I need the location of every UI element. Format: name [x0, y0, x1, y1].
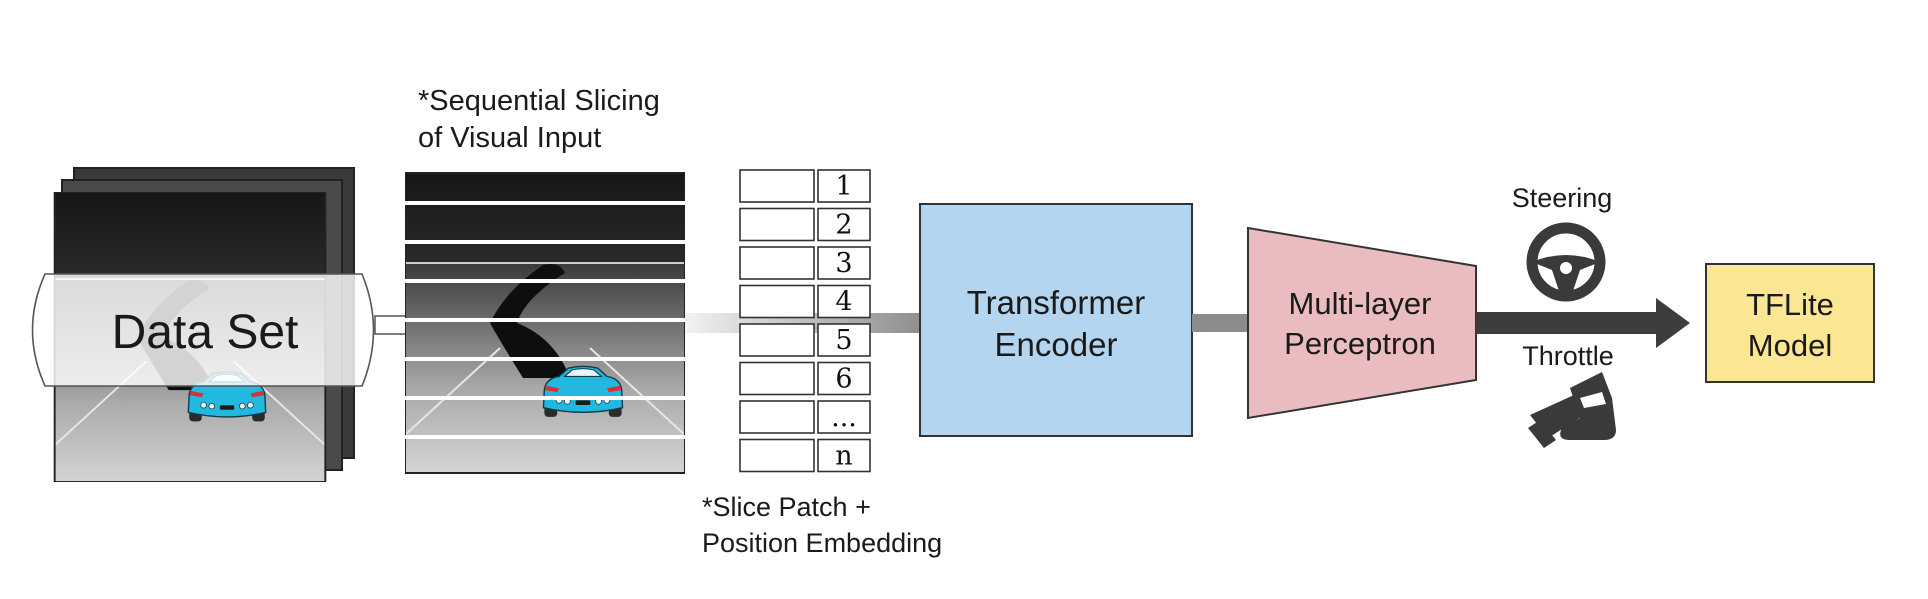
slicing-title-line1: *Sequential Slicing — [418, 85, 660, 117]
position-embedding — [817, 323, 871, 357]
patch-embedding-list: 1 2 3 4 5 6... n — [739, 169, 871, 473]
patch-row: 1 — [739, 169, 871, 203]
mlp-block: Multi-layer Perceptron — [1247, 226, 1477, 420]
slice-line — [405, 318, 685, 322]
encoder-label-line1: Transformer — [967, 284, 1145, 321]
encoder-label-line2: Encoder — [995, 326, 1118, 363]
pedal-foot-icon — [1528, 372, 1616, 448]
mlp-label-line1: Multi-layer — [1289, 286, 1432, 321]
mlp-trapezoid — [1247, 226, 1477, 420]
slicing-panel: *Sequential Slicing of Visual Input — [405, 85, 685, 475]
position-index: 2 — [835, 210, 852, 241]
patch-caption-line1: *Slice Patch + — [702, 492, 871, 522]
tflite-model-box — [1705, 263, 1875, 383]
position-embedding — [817, 438, 871, 473]
position-embedding — [817, 284, 871, 319]
slice-patch — [739, 361, 815, 396]
slice-patch — [739, 323, 815, 357]
slice-patch — [739, 207, 815, 242]
patch-row: 2 — [739, 207, 871, 242]
slice-patch — [739, 246, 815, 280]
patch-row: 3 — [739, 246, 871, 280]
steering-label: Steering — [1512, 183, 1613, 213]
dataset-label-banner — [31, 273, 375, 387]
position-embedding — [817, 361, 871, 396]
slice-line — [405, 396, 685, 400]
tflite-label-line1: TFLite — [1746, 287, 1834, 322]
output-arrow — [1476, 298, 1690, 348]
slicing-frame — [405, 171, 685, 475]
patch-row: 6 — [739, 361, 871, 396]
position-embedding — [817, 246, 871, 280]
position-index: 4 — [835, 287, 852, 318]
slicing-title-line2: of Visual Input — [418, 122, 601, 154]
position-index: 3 — [835, 248, 852, 279]
slice-line — [405, 240, 685, 244]
patch-row: n — [739, 438, 871, 473]
position-index: ... — [831, 402, 857, 433]
mlp-label-line2: Perceptron — [1284, 326, 1436, 361]
steering-wheel-icon — [1526, 222, 1606, 302]
slice-patch — [739, 169, 815, 203]
patch-row: 5 — [739, 323, 871, 357]
position-embedding — [817, 169, 871, 203]
dataset-stack: Data Set — [31, 167, 375, 482]
tflite-label-line2: Model — [1748, 328, 1832, 363]
transformer-encoder-box — [919, 203, 1193, 437]
dataset-connector — [374, 315, 408, 335]
slice-lines — [405, 201, 685, 439]
slice-line — [405, 201, 685, 205]
throttle-label: Throttle — [1522, 341, 1614, 371]
slice-line — [405, 279, 685, 283]
position-embedding — [817, 207, 871, 242]
slice-line — [405, 357, 685, 361]
patch-caption-line2: Position Embedding — [702, 528, 942, 558]
slice-line — [405, 435, 685, 439]
slice-patch — [739, 284, 815, 319]
slice-patch — [739, 438, 815, 473]
dataset-label: Data Set — [112, 306, 299, 359]
position-index: 5 — [835, 325, 852, 356]
position-index: 1 — [835, 171, 852, 202]
position-index: n — [835, 441, 852, 472]
patch-row: 4 — [739, 284, 871, 319]
encoder-to-mlp-pipe — [1192, 314, 1248, 332]
position-embedding — [817, 400, 871, 434]
tflite-model-block: TFLite Model — [1705, 263, 1875, 383]
position-index: 6 — [835, 364, 852, 395]
patch-row: ... — [739, 400, 871, 434]
slice-patch — [739, 400, 815, 434]
transformer-encoder-block: Transformer Encoder — [919, 203, 1193, 437]
